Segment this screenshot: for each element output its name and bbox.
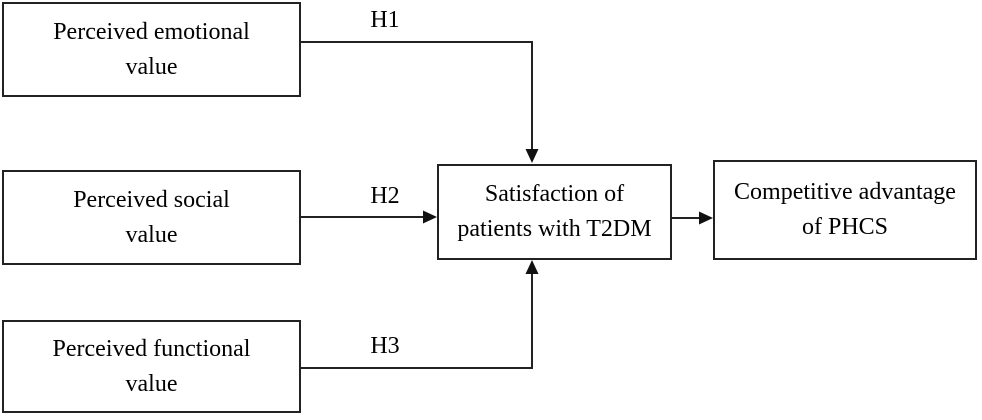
arrow-h3 — [301, 260, 539, 369]
node-perceived-social-value: Perceived social value — [2, 170, 301, 265]
node-label-line1: Competitive advantage — [734, 179, 956, 205]
node-label-line2: value — [125, 370, 178, 397]
node-label: Perceived functional value — [53, 332, 251, 402]
node-competitive-advantage-phcs: Competitive advantage of PHCS — [713, 160, 977, 260]
node-perceived-functional-value: Perceived functional value — [2, 320, 301, 413]
node-label-line1: Perceived emotional — [53, 18, 250, 45]
node-perceived-emotional-value: Perceived emotional value — [2, 2, 301, 97]
node-label: Perceived social value — [73, 183, 230, 253]
node-label-line1: Satisfaction of — [484, 181, 625, 207]
node-label: Perceived emotional value — [53, 15, 250, 85]
node-label-line2: of PHCS — [801, 214, 889, 240]
edge-label-h3: H3 — [370, 333, 400, 359]
node-label-line2: patients with T2DM — [457, 216, 652, 242]
node-label-line1: Perceived social — [73, 186, 230, 213]
arrow-h2 — [301, 210, 437, 224]
node-label-line2: value — [125, 53, 178, 80]
node-label-line2: value — [125, 221, 178, 248]
node-satisfaction-patients-t2dm: Satisfaction of patients with T2DM — [437, 164, 672, 260]
arrow-h1 — [301, 41, 539, 163]
edge-label-h2: H2 — [370, 183, 400, 209]
node-label: Satisfaction of patients with T2DM — [457, 177, 651, 247]
arrow-satisfaction-to-competitive — [672, 211, 713, 225]
node-label: Competitive advantage of PHCS — [734, 175, 956, 245]
node-label-line1: Perceived functional — [52, 335, 251, 362]
edge-label-h1: H1 — [370, 7, 400, 33]
